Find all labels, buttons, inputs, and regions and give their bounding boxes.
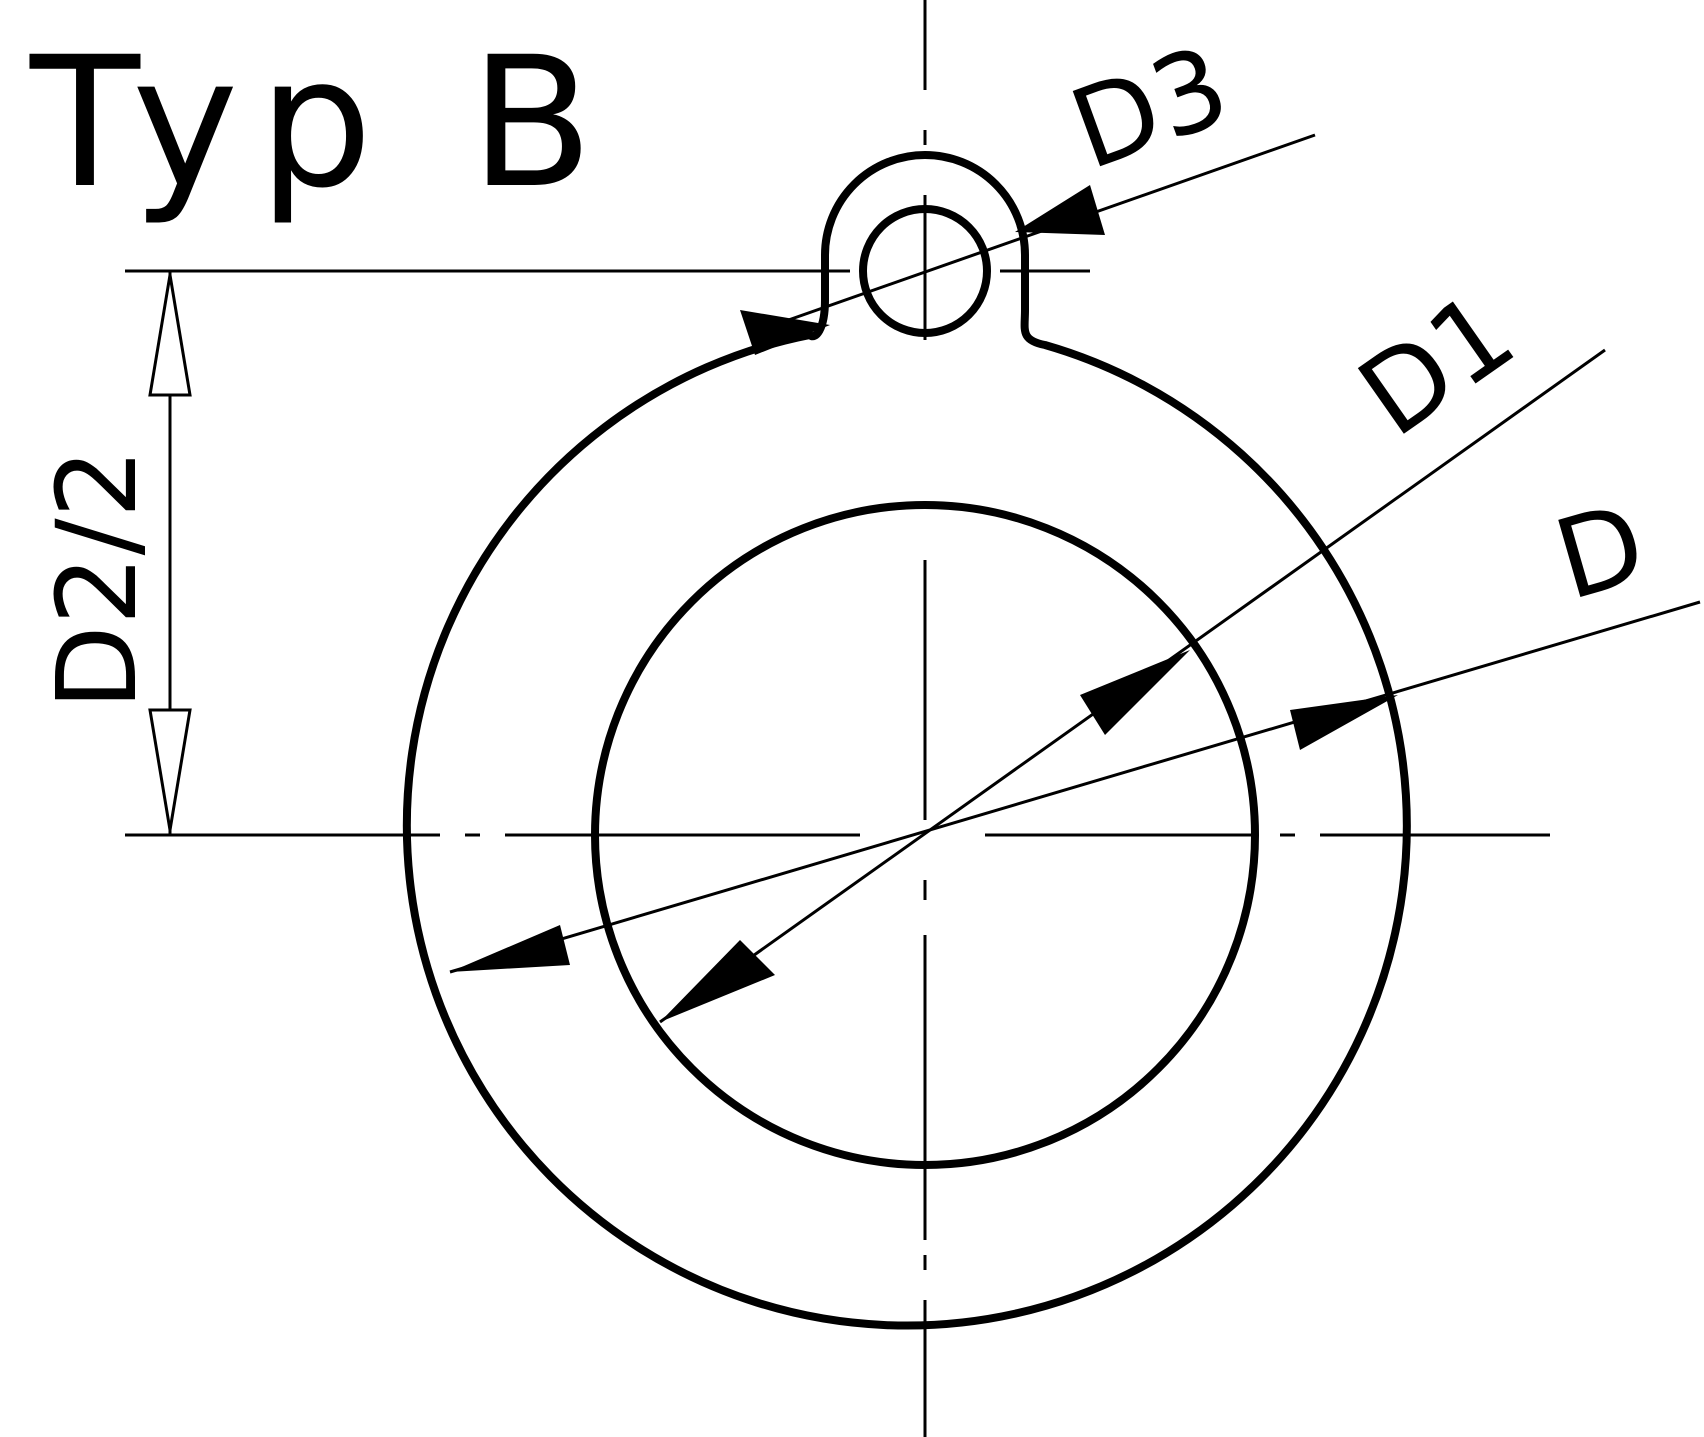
label-d: D [1542, 479, 1659, 625]
arrowheads [450, 185, 1398, 1022]
lug-hole [859, 205, 991, 337]
hollow-arrows [148, 274, 192, 831]
label-d1: D1 [1336, 268, 1536, 462]
outer-ring [402, 151, 1411, 1330]
inner-ring [591, 501, 1259, 1169]
title-text: Typ B [29, 19, 613, 228]
dimension-lines [168, 133, 1701, 1024]
centerlines [125, 0, 1550, 1437]
label-d2-half: D2/2 [33, 448, 161, 710]
